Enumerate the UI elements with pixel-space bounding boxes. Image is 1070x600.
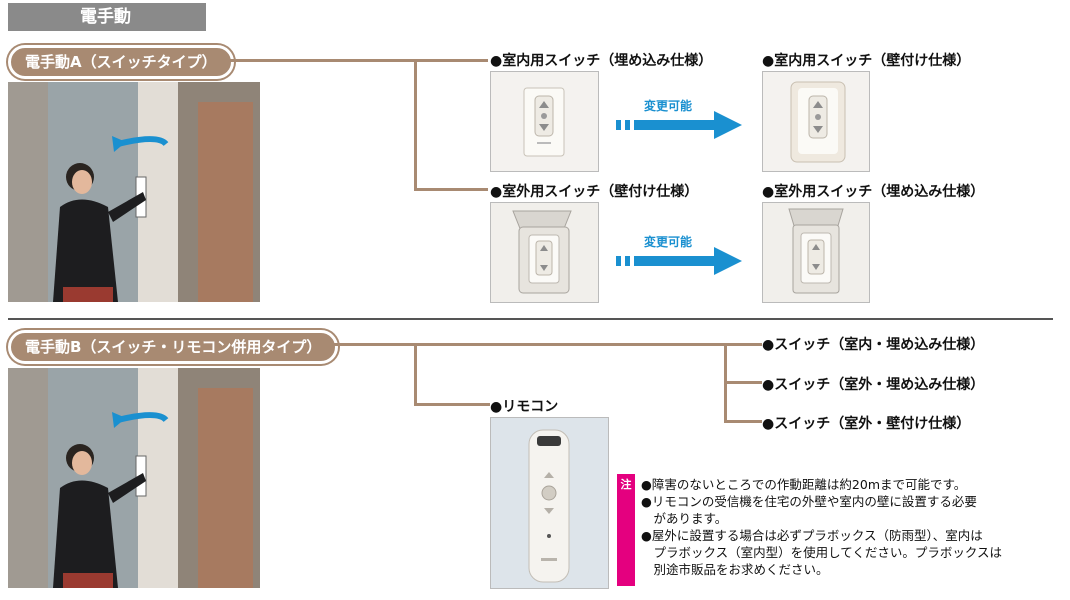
label-indoor-switch-flush: ●室内用スイッチ（埋め込み仕様） xyxy=(490,53,713,69)
note-line: プラボックス（室内型）を使用してください。プラボックスは xyxy=(641,545,1003,560)
label-switch-outdoor-flush: ●スイッチ（室外・埋め込み仕様） xyxy=(762,377,985,393)
note-line: があります。 xyxy=(641,511,728,526)
label-remote: ●リモコン xyxy=(490,399,559,415)
note-line: ●屋外に設置する場合は必ずプラボックス（防雨型）、室内は xyxy=(641,528,983,543)
indoor-flush-switch-image xyxy=(490,71,599,172)
indoor-wall-switch-image xyxy=(762,71,870,172)
arrow-right-icon xyxy=(616,247,744,279)
note-line: 別途市販品をお求めください。 xyxy=(641,562,829,577)
connector-line xyxy=(724,420,762,423)
label-outdoor-switch-wall: ●室外用スイッチ（壁付け仕様） xyxy=(490,184,699,200)
note-marker-bar xyxy=(617,474,635,586)
change-possible-label-2: 変更可能 xyxy=(644,235,693,249)
label-indoor-switch-wall: ●室内用スイッチ（壁付け仕様） xyxy=(762,53,971,69)
note-line: ●障害のないところでの作動距離は約20mまで可能です。 xyxy=(641,477,967,492)
note-line: ●リモコンの受信機を住宅の外壁や室内の壁に設置する必要 xyxy=(641,494,977,509)
connector-line xyxy=(414,403,490,406)
section-b-label: 電手動B（スイッチ・リモコン併用タイプ） xyxy=(8,330,339,364)
connector-line xyxy=(414,188,488,191)
note-text: ●障害のないところでの作動距離は約20mまで可能です。 ●リモコンの受信機を住宅… xyxy=(641,476,1002,578)
photo-woman-operating-switch-a xyxy=(8,82,260,302)
page-section-title: 電手動 xyxy=(8,3,206,31)
change-possible-label-1: 変更可能 xyxy=(644,99,693,113)
note-mark: 注 xyxy=(620,478,632,491)
connector-line xyxy=(414,59,417,191)
connector-line xyxy=(312,343,762,346)
label-outdoor-switch-flush: ●室外用スイッチ（埋め込み仕様） xyxy=(762,184,985,200)
remote-control-image xyxy=(490,417,609,589)
connector-line xyxy=(724,381,762,384)
connector-line xyxy=(414,343,417,406)
section-a-label: 電手動A（スイッチタイプ） xyxy=(8,45,234,79)
photo-woman-operating-switch-b xyxy=(8,368,260,588)
outdoor-wall-switch-image xyxy=(490,202,599,303)
label-switch-indoor-flush: ●スイッチ（室内・埋め込み仕様） xyxy=(762,337,985,353)
label-switch-outdoor-wall: ●スイッチ（室外・壁付け仕様） xyxy=(762,416,971,432)
arrow-right-icon xyxy=(616,111,744,143)
connector-line xyxy=(230,59,488,62)
section-divider xyxy=(8,318,1053,320)
outdoor-flush-switch-image xyxy=(762,202,870,303)
